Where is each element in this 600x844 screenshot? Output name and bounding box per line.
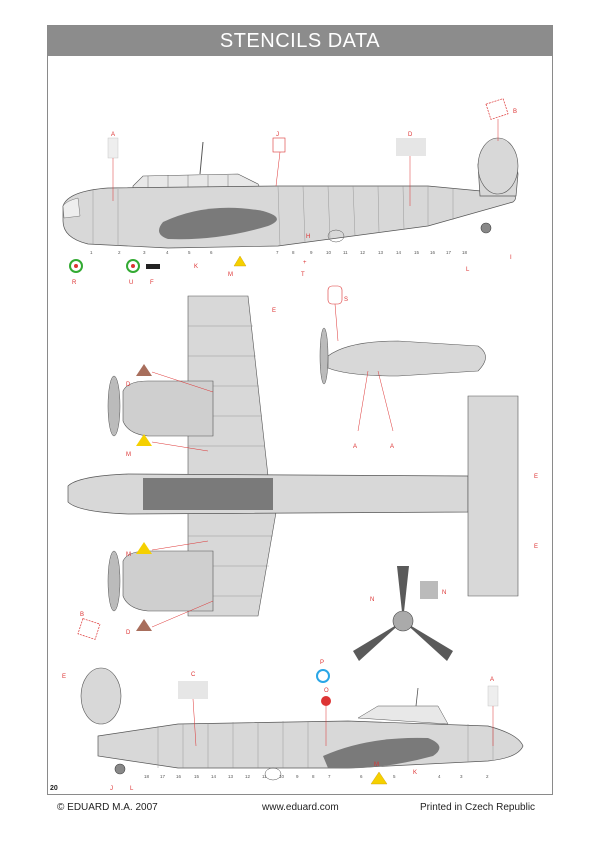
svg-text:D: D [126,382,131,388]
footer-copyright: © EDUARD M.A. 2007 [57,802,158,813]
footer-website: www.eduard.com [262,802,339,813]
svg-text:15: 15 [414,250,420,255]
svg-text:M: M [228,272,233,278]
svg-text:11: 11 [262,774,267,779]
svg-text:17: 17 [446,250,452,255]
svg-text:M: M [126,452,131,458]
svg-text:M: M [126,552,131,558]
svg-text:12: 12 [245,774,251,779]
svg-text:16: 16 [430,250,436,255]
svg-text:K: K [413,770,417,776]
svg-text:1: 1 [90,250,93,255]
svg-text:R: R [72,280,77,286]
svg-text:P: P [320,660,324,666]
svg-text:S: S [344,297,348,303]
svg-text:T: T [301,272,305,278]
svg-text:7: 7 [328,774,331,779]
svg-text:J: J [110,786,113,792]
svg-text:E: E [62,674,66,680]
svg-text:+: + [303,260,307,266]
svg-text:9: 9 [310,250,313,255]
svg-text:4: 4 [166,250,169,255]
svg-text:5: 5 [393,774,396,779]
svg-text:16: 16 [176,774,182,779]
top-profile-callout-letters: A J D B R U F K M H T L I [72,109,517,286]
svg-text:18: 18 [462,250,468,255]
svg-text:H: H [306,234,310,240]
svg-text:C: C [191,672,196,678]
svg-text:F: F [150,280,154,286]
svg-text:A: A [111,132,115,138]
svg-text:14: 14 [211,774,217,779]
plan-view [67,285,519,661]
bottom-profile-panel-numbers: 18 17 16 15 14 13 12 11 10 9 8 7 6 5 4 3… [144,774,489,779]
plan-view-callout-letters: S E D M A A E E M N N D [126,297,538,636]
footer-printed: Printed in Czech Republic [420,802,536,813]
svg-text:L: L [466,267,470,273]
svg-text:4: 4 [438,774,441,779]
svg-text:B: B [513,109,517,115]
svg-text:5: 5 [188,250,191,255]
bottom-side-profile [77,618,524,785]
svg-text:3: 3 [143,250,146,255]
page-title: STENCILS DATA [48,26,552,56]
svg-text:M: M [374,762,379,768]
svg-text:2: 2 [486,774,489,779]
svg-text:K: K [194,264,198,270]
svg-text:13: 13 [228,774,234,779]
svg-text:J: J [276,132,279,138]
svg-text:U: U [129,280,133,286]
svg-text:8: 8 [292,250,295,255]
svg-text:N: N [370,597,374,603]
svg-text:E: E [534,544,538,550]
page-number: 20 [50,785,58,792]
svg-text:11: 11 [343,250,348,255]
svg-text:6: 6 [360,774,363,779]
svg-text:A: A [490,677,494,683]
svg-text:13: 13 [378,250,384,255]
svg-text:3: 3 [460,774,463,779]
svg-text:B: B [80,612,84,618]
stencil-drawing: + A J D B R U F K M H T L I 1 2 3 4 5 6 … [62,98,538,792]
svg-text:A: A [353,444,357,450]
svg-text:D: D [408,132,413,138]
svg-text:L: L [130,786,134,792]
top-side-profile: + [62,98,519,273]
svg-text:E: E [272,308,276,314]
stencil-sheet: STENCILS DATA [47,25,553,795]
svg-text:A: A [390,444,394,450]
svg-text:18: 18 [144,774,150,779]
svg-text:E: E [534,474,538,480]
svg-text:2: 2 [118,250,121,255]
svg-text:17: 17 [160,774,166,779]
svg-text:9: 9 [296,774,299,779]
svg-text:14: 14 [396,250,402,255]
svg-text:D: D [126,630,131,636]
bottom-profile-callout-letters: B E C P O A J L M K [62,612,494,792]
svg-text:N: N [442,590,446,596]
svg-text:15: 15 [194,774,200,779]
svg-text:10: 10 [326,250,332,255]
svg-text:7: 7 [276,250,279,255]
svg-text:10: 10 [279,774,285,779]
svg-text:O: O [324,688,329,694]
svg-text:I: I [510,255,512,261]
svg-text:12: 12 [360,250,366,255]
top-profile-panel-numbers: 1 2 3 4 5 6 7 8 9 10 11 12 13 14 15 16 1… [90,250,468,255]
svg-text:6: 6 [210,250,213,255]
svg-text:8: 8 [312,774,315,779]
